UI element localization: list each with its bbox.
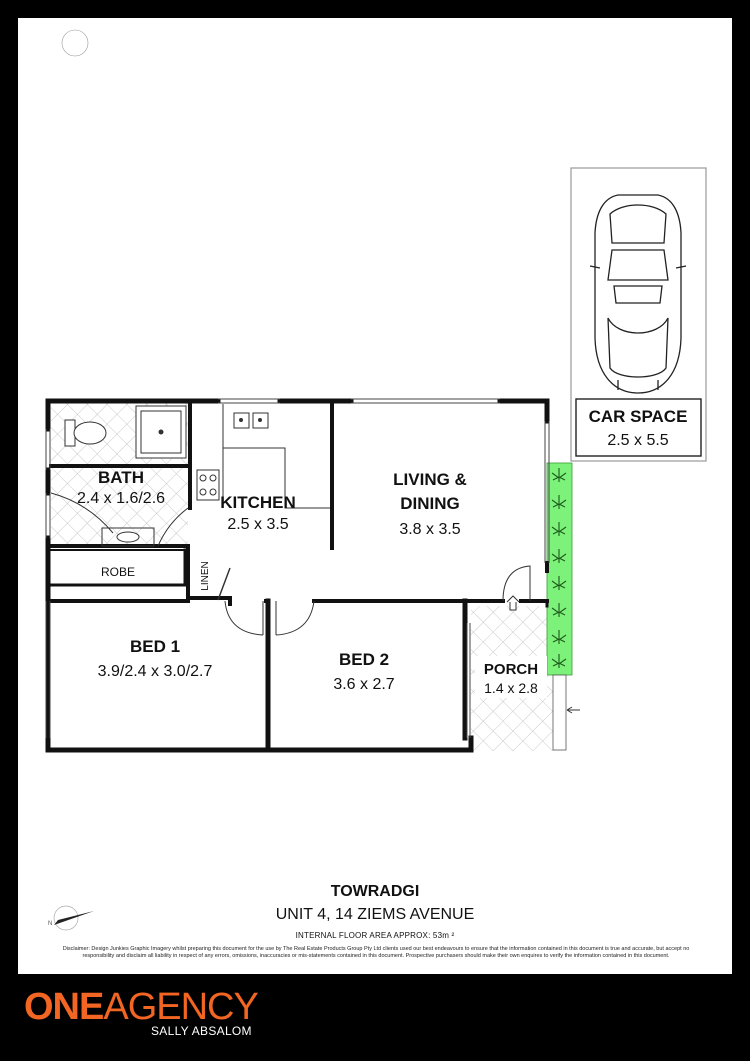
floor-plan: CAR SPACE 2.5 x 5.5 — [45, 29, 707, 753]
agency-name-agency: AGENCY — [103, 986, 258, 1028]
bath-dims: 2.4 x 1.6/2.6 — [77, 490, 165, 507]
agency-name: ONEAGENCY — [24, 986, 259, 1028]
doors — [50, 492, 531, 636]
windows — [45, 398, 550, 738]
svg-text:N: N — [48, 921, 52, 927]
car-space: CAR SPACE 2.5 x 5.5 — [570, 167, 707, 462]
living-name-line2: DINING — [400, 494, 460, 513]
compass-icon: N — [48, 905, 94, 931]
car-space-dims: 2.5 x 5.5 — [607, 432, 668, 449]
car-space-name: CAR SPACE — [589, 407, 688, 426]
porch-dims: 1.4 x 2.8 — [484, 680, 538, 696]
north-arrow-icon — [61, 29, 89, 57]
bath-name: BATH — [98, 468, 144, 487]
walls — [45, 398, 550, 753]
living-dims: 3.8 x 3.5 — [399, 521, 460, 538]
bed1-name: BED 1 — [130, 637, 180, 656]
floor-area: INTERNAL FLOOR AREA APPROX: 53m ² — [295, 931, 455, 940]
vanity-basin — [116, 531, 140, 543]
bed2-name: BED 2 — [339, 650, 389, 669]
disclaimer-text: Disclaimer: Design Junkies Graphic Image… — [62, 946, 690, 959]
suburb-title: TOWRADGI — [330, 883, 420, 900]
entry-marker-icon — [566, 706, 580, 714]
agency-name-one: ONE — [24, 986, 104, 1028]
living-name-line1: LIVING & — [393, 470, 467, 489]
car-icon — [589, 194, 687, 394]
bed2-dims: 3.6 x 2.7 — [333, 676, 394, 693]
bed1-dims: 3.9/2.4 x 3.0/2.7 — [98, 663, 213, 680]
toilet-bowl — [73, 421, 107, 445]
robe-name: ROBE — [101, 565, 135, 579]
kitchen-dims: 2.5 x 3.5 — [227, 516, 288, 533]
property-address: UNIT 4, 14 ZIEMS AVENUE — [275, 906, 475, 923]
agent-name: SALLY ABSALOM — [151, 1024, 252, 1038]
linen-name: LINEN — [200, 561, 211, 590]
plan-sheet: CAR SPACE 2.5 x 5.5 — [18, 18, 732, 974]
fixtures — [64, 404, 580, 714]
garden-strip — [546, 462, 573, 751]
kitchen-name: KITCHEN — [220, 493, 296, 512]
porch-name: PORCH — [484, 661, 538, 678]
cooktop — [196, 469, 220, 501]
porch-label-bg — [475, 656, 547, 698]
agency-logo: ONEAGENCY SALLY ABSALOM — [24, 987, 284, 1047]
entry-arrow-icon — [506, 595, 520, 611]
